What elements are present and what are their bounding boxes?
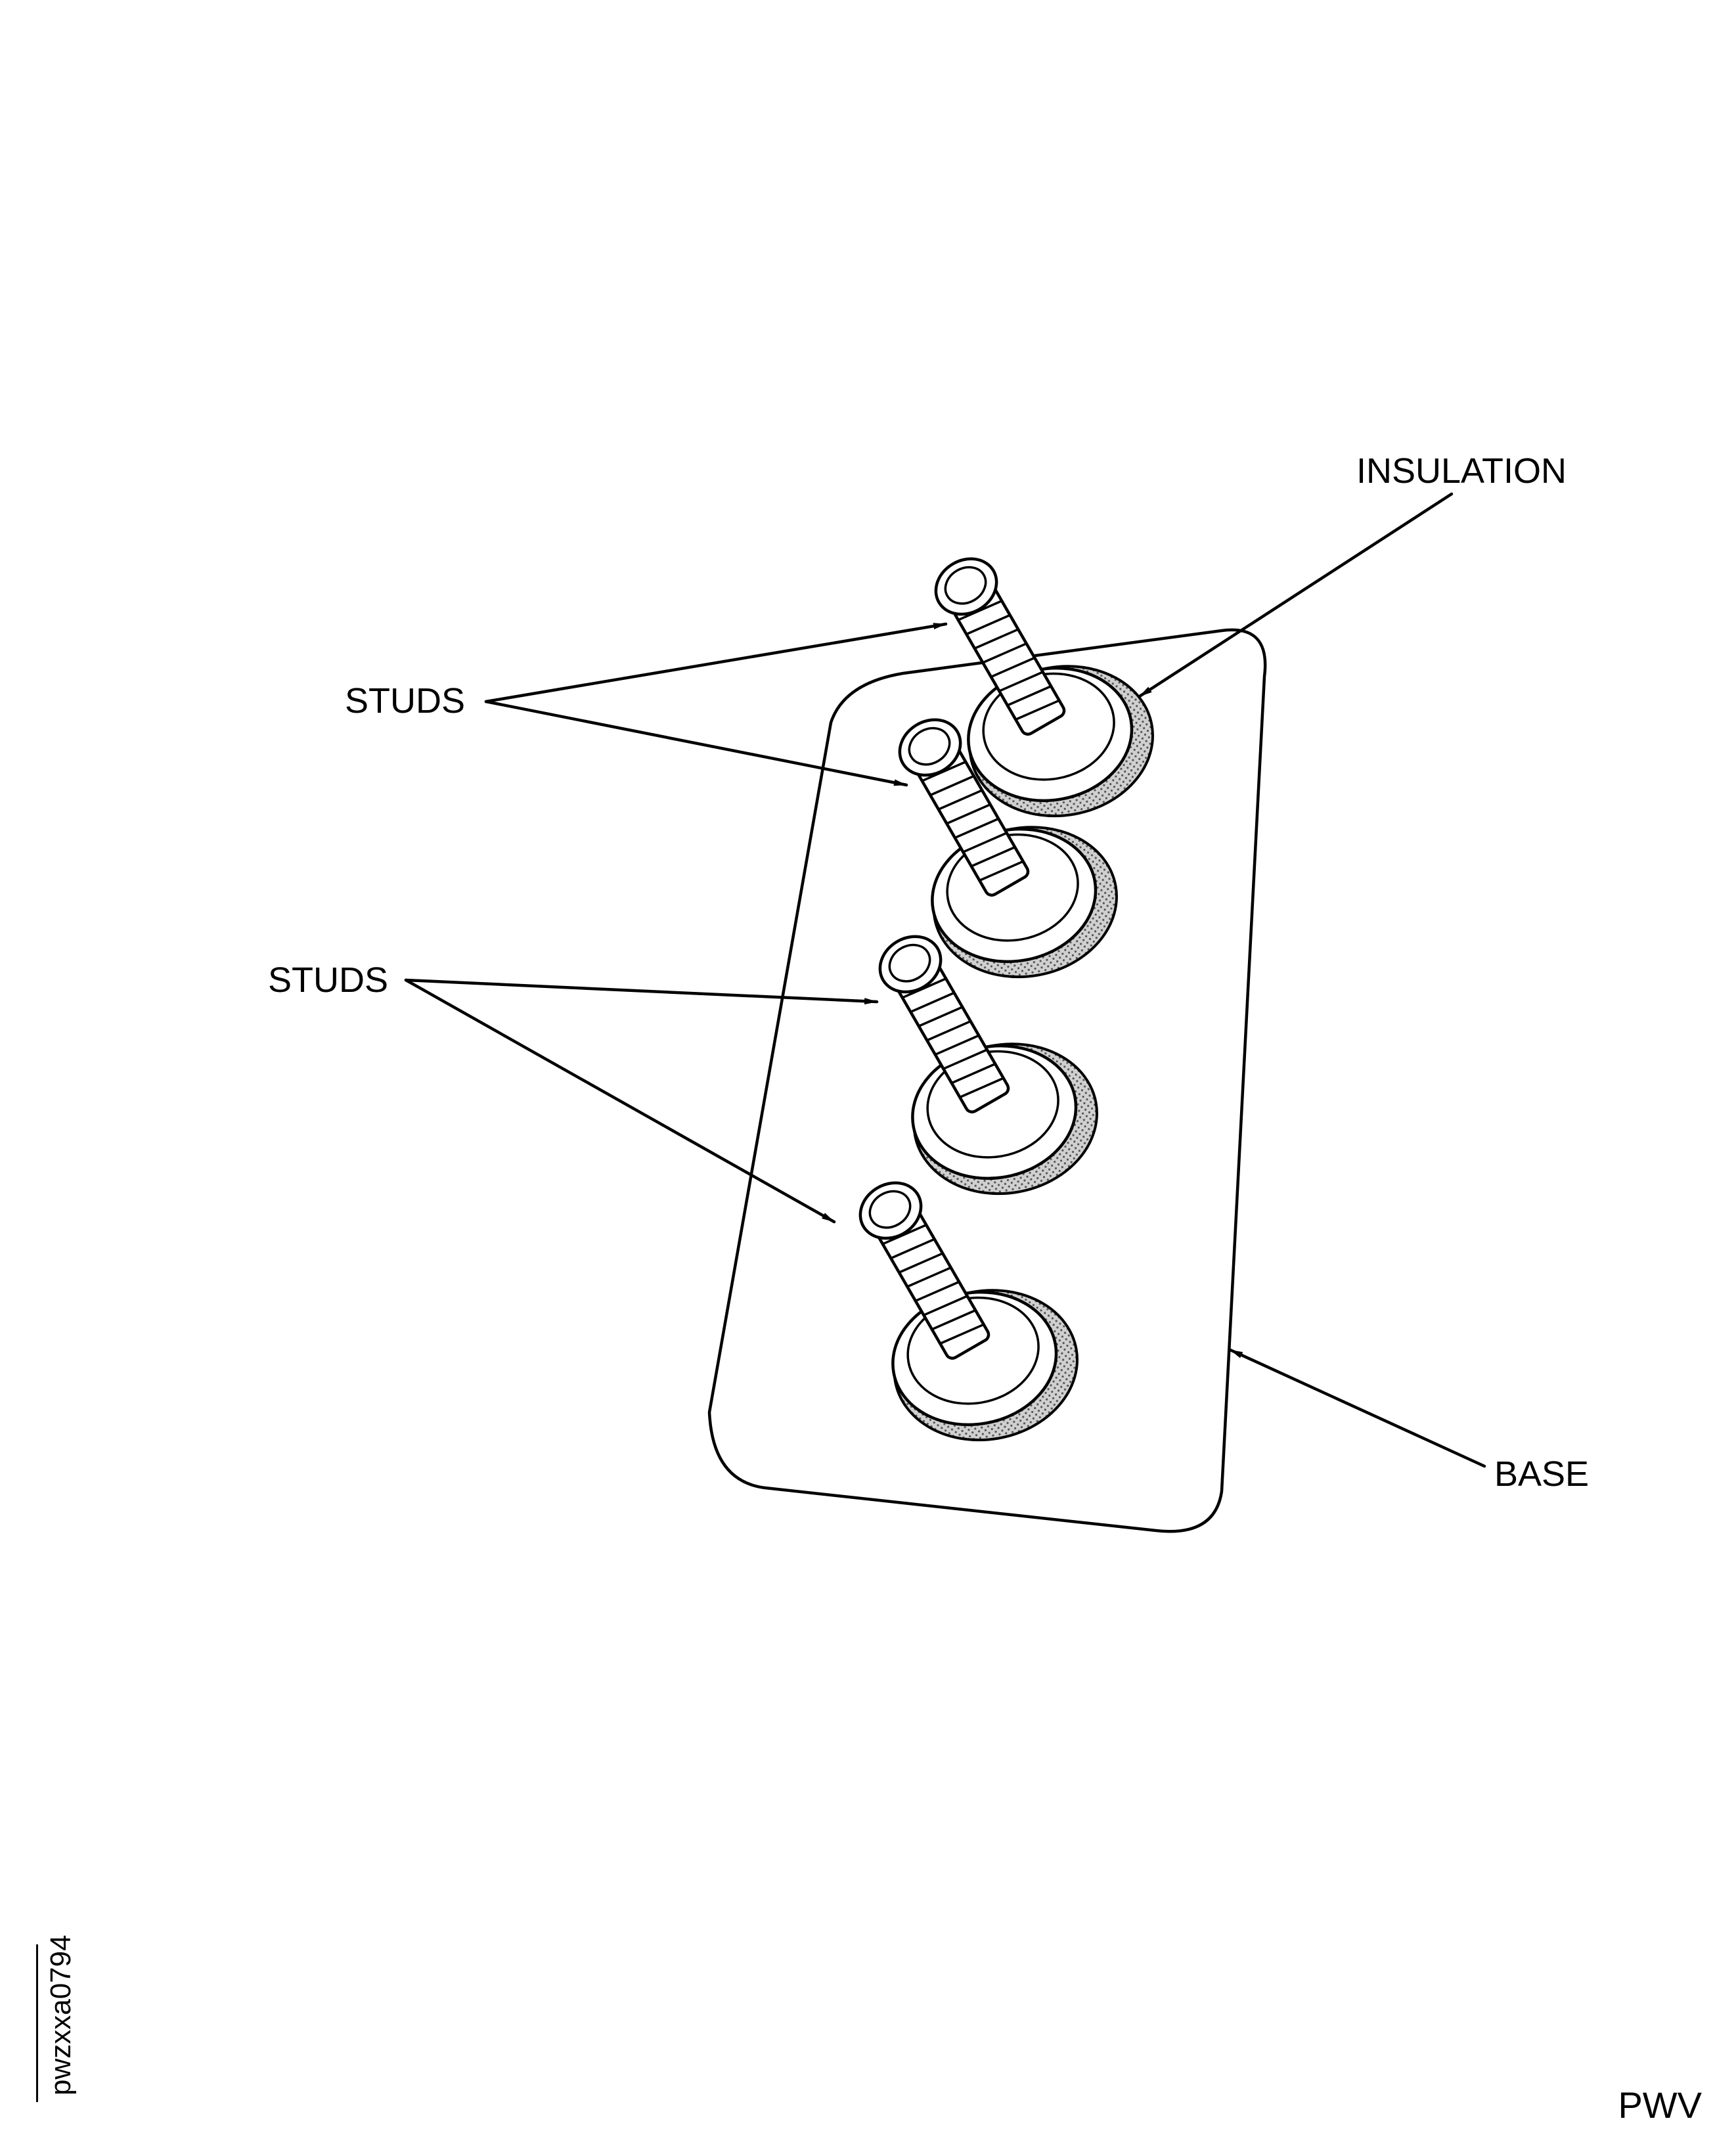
studs-lower-label: STUDS <box>268 960 388 1000</box>
base-leader <box>1228 1348 1486 1468</box>
studs-lower-leader-1 <box>404 978 879 1005</box>
base-label: BASE <box>1494 1454 1589 1494</box>
studs-lower-leader-2 <box>404 978 836 1224</box>
figure-id-text: pwzxxa0794 <box>45 1935 77 2095</box>
studs-upper-leader-1 <box>484 622 948 704</box>
insulation-leader <box>1138 492 1454 698</box>
figure-id-bar <box>36 1944 38 2102</box>
studs-upper-label: STUDS <box>345 681 465 721</box>
insulation-label: INSULATION <box>1356 451 1567 491</box>
figure-id: pwzxxa0794 <box>39 1898 85 2102</box>
studs-upper-leader-2 <box>484 700 908 787</box>
stud-4 <box>850 1172 1089 1454</box>
base-plate <box>707 628 1267 1533</box>
document-code: PWV <box>1618 2084 1702 2126</box>
